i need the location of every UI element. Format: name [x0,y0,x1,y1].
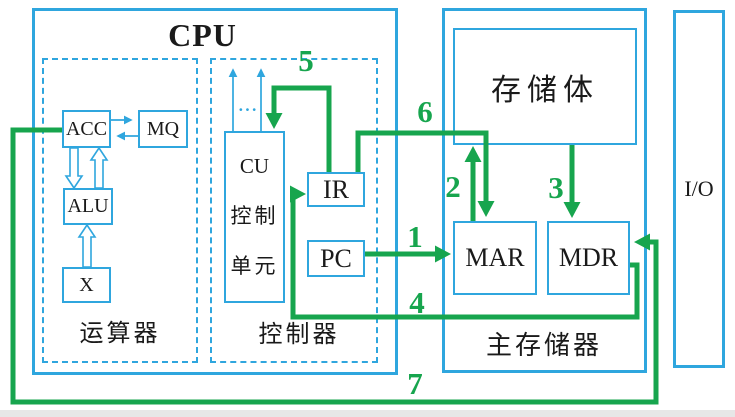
mdr-register-box: MDR [547,221,630,295]
ir-register-label: IR [323,174,349,204]
step-label-5: 5 [298,43,314,78]
cu-label-line1: CU [239,153,270,178]
storage-body-box: 存储体 [453,28,637,145]
step-label-4: 4 [409,285,425,320]
step-label-6: 6 [417,94,433,129]
video-bottom-edge [0,410,735,417]
step-label-1: 1 [407,219,423,254]
pc-register-box: PC [307,240,365,277]
controller-label: 控制器 [258,322,340,348]
main-memory-label: 主存储器 [485,331,602,360]
mar-register-box: MAR [453,221,537,295]
ir-register-box: IR [307,172,365,207]
cu-outputs-ellipsis: ··· [237,100,258,119]
acc-register-label: ACC [65,117,108,140]
mq-register-label: MQ [146,117,180,140]
cu-label-line2: 控制 [230,203,279,228]
alu-box: ALU [63,188,113,225]
io-box: I/O [673,10,725,368]
mar-register-label: MAR [465,243,525,272]
step-label-7: 7 [407,366,423,401]
step-label-2: 2 [445,169,461,204]
storage-body-label: 存储体 [491,73,599,107]
cu-control-unit-box: CU 控制 单元 [224,131,285,303]
mdr-register-label: MDR [558,243,619,272]
pc-register-label: PC [320,243,352,273]
cu-label-line3: 单元 [230,254,279,279]
cpu-title: CPU [168,17,237,53]
step-label-3: 3 [548,170,564,205]
io-label: I/O [684,176,714,201]
acc-register-box: ACC [62,110,111,148]
mq-register-box: MQ [138,110,188,148]
arithmetic-unit-label: 运算器 [79,321,161,347]
x-register-box: X [62,267,111,303]
alu-label: ALU [67,195,109,217]
x-register-label: X [79,273,94,296]
